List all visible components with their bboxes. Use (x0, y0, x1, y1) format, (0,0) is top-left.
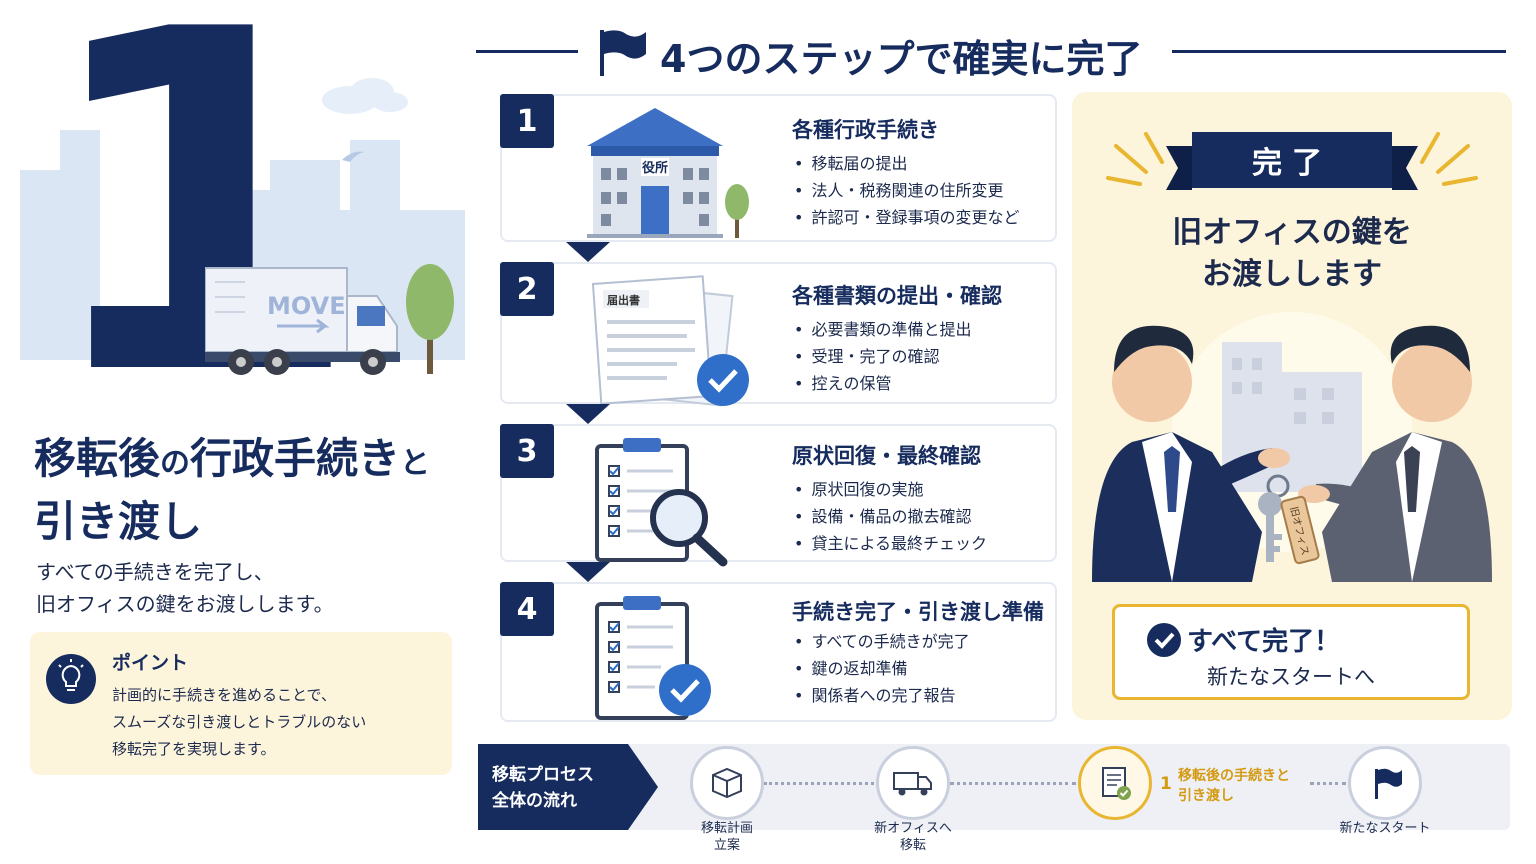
flow-caption-current: 移転後の手続きと 引き渡し (1178, 766, 1290, 806)
point-line1: 計画的に手続きを進めることで、 (112, 686, 336, 704)
government-office-icon: 役所 (587, 108, 749, 238)
subtitle-line1: すべての手続きを完了し、 (36, 560, 274, 584)
flow-caption-new-start: 新たなスタート (1330, 820, 1440, 837)
page-subtitle: すべての手続きを完了し、 旧オフィスの鍵をお渡しします。 (36, 556, 466, 620)
step-item: 鍵の返却準備 (794, 655, 970, 682)
document-check-icon: 届出書 (591, 275, 749, 407)
step-title: 各種書類の提出・確認 (792, 284, 1002, 308)
flow-connector (764, 782, 874, 785)
flow-label-line1: 移転プロセス (492, 765, 594, 785)
step-number: 3 (500, 424, 554, 478)
step-card-2: 2 届出書 各種書類の提出・確認 必要書類の準備と提出 受理・完了の確認 控えの… (500, 262, 1057, 407)
hero-big-number: 1 (36, 0, 363, 478)
step-title: 手続き完了・引き渡し準備 (792, 600, 1044, 624)
check-circle-icon (1147, 623, 1181, 657)
complete-heading: 旧オフィスの鍵を お渡しします (1072, 212, 1512, 296)
page-title-part4: と (400, 446, 431, 481)
flow-node-move (876, 746, 950, 820)
document-check-icon (1102, 767, 1131, 800)
point-title: ポイント (112, 652, 189, 674)
step-item: 受理・完了の確認 (794, 343, 971, 370)
clipboard-magnifier-icon (595, 438, 728, 567)
complete-heading-line2: お渡しします (1202, 257, 1382, 292)
key-handover-illustration: 旧オフィス (1092, 312, 1492, 582)
flow-node-new-start (1348, 746, 1422, 820)
flow-caption-line: 立案 (713, 838, 740, 853)
flow-caption-planning: 移転計画 立案 (690, 820, 764, 854)
flow-node-procedures (1078, 746, 1152, 820)
sparkle-lines-icon (1106, 132, 1478, 186)
page-title-part5: 引き渡し (34, 497, 203, 546)
page-title-part2: の (160, 446, 191, 481)
page-title-part3: 行政手続き (190, 434, 401, 483)
flow-current-number: 1 (1160, 774, 1172, 794)
step-number: 2 (500, 262, 554, 316)
step-item: 控えの保管 (794, 370, 971, 397)
step-items: すべての手続きが完了 鍵の返却準備 関係者への完了報告 (794, 628, 970, 709)
completion-panel: 完了 旧オフィスの鍵を お渡しします (1072, 92, 1512, 720)
flow-caption-line: 移転 (899, 838, 926, 853)
flow-node-planning (690, 746, 764, 820)
new-start-text: 新たなスタートへ (1207, 665, 1375, 689)
truck-text: MOVE (267, 292, 346, 320)
complete-heading-line1: 旧オフィスの鍵を (1172, 215, 1412, 250)
step-number: 4 (500, 582, 554, 636)
step-item: 原状回復の実施 (794, 476, 987, 503)
process-flow-label: 移転プロセス 全体の流れ (478, 744, 658, 830)
process-flow-bar: 移転プロセス 全体の流れ (478, 744, 1510, 830)
form-label-text: 届出書 (607, 293, 640, 307)
step-item: 許認可・登録事項の変更など (794, 204, 1019, 231)
flag-icon (1375, 768, 1402, 799)
step-card-3: 3 原状回復・最終確認 原状回復の実施 設備・備品の撤去確認 貸主による最終チェ… (500, 424, 1057, 567)
step-item: 貸主による最終チェック (794, 530, 987, 557)
flow-connector (1310, 782, 1346, 785)
step-card-4: 4 手続き完了・引き渡し準備 すべての手続きが完了 鍵の返却準備 関係者への完了… (500, 582, 1057, 722)
step-item: 設備・備品の撤去確認 (794, 503, 987, 530)
clipboard-check-icon (595, 596, 711, 720)
step-items: 原状回復の実施 設備・備品の撤去確認 貸主による最終チェック (794, 476, 987, 557)
flow-caption-line: 移転計画 (700, 821, 753, 836)
step-item: 移転届の提出 (794, 150, 1019, 177)
all-done-box: すべて完了！ 新たなスタートへ (1112, 604, 1470, 700)
step-title: 原状回復・最終確認 (792, 444, 981, 468)
step-card-1: 1 役所 各種行政手続き 移転届の提出 法人・税務関連の住所変更 許認可・登録事… (500, 94, 1057, 242)
all-done-text: すべて完了！ (1187, 627, 1341, 657)
truck-illustration: MOVE (205, 264, 454, 375)
point-box: ポイント 計画的に手続きを進めることで、 スムーズな引き渡しとトラブルのない 移… (30, 632, 452, 775)
step-item: 必要書類の準備と提出 (794, 316, 971, 343)
point-text: 計画的に手続きを進めることで、 スムーズな引き渡しとトラブルのない 移転完了を実… (112, 682, 366, 763)
page-title: 移転後の行政手続きと 引き渡し (34, 430, 464, 551)
step-title: 各種行政手続き (792, 118, 939, 142)
lightbulb-icon (46, 654, 96, 704)
step-item: 関係者への完了報告 (794, 682, 970, 709)
step-arrow-down (566, 562, 610, 582)
flow-label-line2: 全体の流れ (492, 791, 577, 811)
step-arrow-down (566, 242, 610, 262)
office-sign-text: 役所 (642, 160, 668, 176)
flow-connector (950, 782, 1076, 785)
complete-ribbon: 完了 (1166, 132, 1418, 190)
hero-illustration: 1 MOVE (0, 0, 470, 440)
step-item: 法人・税務関連の住所変更 (794, 177, 1019, 204)
flow-caption-line: 移転後の手続きと (1178, 768, 1290, 784)
header-rule-right (1172, 50, 1506, 53)
step-number: 1 (500, 94, 554, 148)
header-title: 4つのステップで確実に完了 (660, 37, 1143, 81)
box-icon (712, 767, 742, 799)
flow-caption-move: 新オフィスへ 移転 (866, 820, 960, 854)
flag-icon (600, 30, 646, 76)
step-items: 必要書類の準備と提出 受理・完了の確認 控えの保管 (794, 316, 971, 397)
step-arrow-down (566, 404, 610, 424)
step-items: 移転届の提出 法人・税務関連の住所変更 許認可・登録事項の変更など (794, 150, 1019, 231)
page-title-part1: 移転後 (34, 434, 161, 483)
header-rule-left (476, 50, 578, 53)
flow-caption-line: 引き渡し (1178, 788, 1234, 804)
flow-caption-line: 新たなスタート (1339, 821, 1431, 836)
truck-icon (893, 772, 932, 796)
point-line3: 移転完了を実現します。 (112, 740, 276, 758)
subtitle-line2: 旧オフィスの鍵をお渡しします。 (36, 592, 334, 616)
step-item: すべての手続きが完了 (794, 628, 969, 655)
flow-caption-line: 新オフィスへ (874, 821, 952, 836)
point-line2: スムーズな引き渡しとトラブルのない (112, 713, 367, 731)
